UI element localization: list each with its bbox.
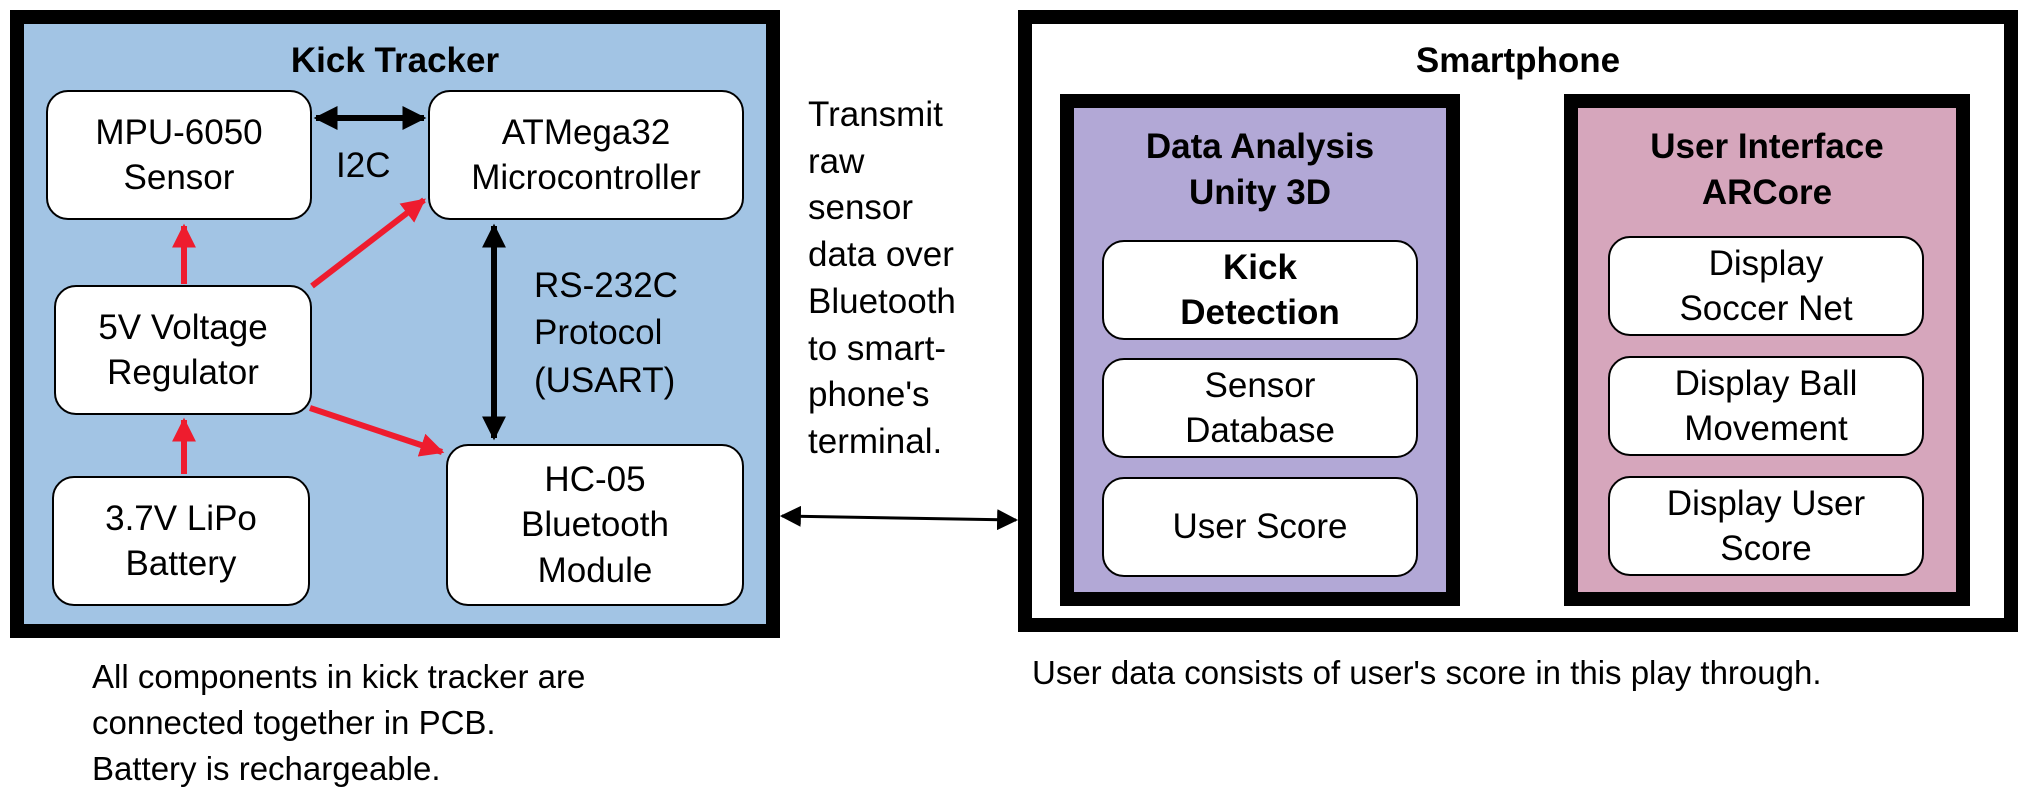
display-user-score-node: Display User Score bbox=[1608, 476, 1924, 576]
data-analysis-title: Data Analysis Unity 3D bbox=[1145, 127, 1375, 212]
sensor-database-node: Sensor Database bbox=[1102, 358, 1418, 458]
kick-detection-node: Kick Detection bbox=[1102, 240, 1418, 340]
hc-05-bluetooth-module-node: HC-05 Bluetooth Module bbox=[446, 444, 744, 606]
arrow-regulator-to-microcontroller bbox=[310, 197, 426, 289]
lipo-battery-node: 3.7V LiPo Battery bbox=[52, 476, 310, 606]
display-ball-movement-node: Display Ball Movement bbox=[1608, 356, 1924, 456]
arrow-kick-tracker-smartphone bbox=[779, 505, 1019, 531]
smartphone-title: Smartphone bbox=[1415, 41, 1621, 80]
atmega32-microcontroller-node: ATMega32 Microcontroller bbox=[428, 90, 744, 220]
smartphone-note: User data consists of user's score in th… bbox=[1032, 654, 1822, 691]
arrow-regulator-to-bluetooth bbox=[309, 405, 445, 457]
rs232-protocol-label: RS-232C Protocol (USART) bbox=[534, 266, 678, 400]
display-soccer-net-node: Display Soccer Net bbox=[1608, 236, 1924, 336]
voltage-regulator-node: 5V Voltage Regulator bbox=[54, 285, 312, 415]
mpu-6050-sensor-node: MPU-6050 Sensor bbox=[46, 90, 312, 220]
user-interface-title: User Interface ARCore bbox=[1650, 127, 1884, 212]
kick-tracker-title: Kick Tracker bbox=[290, 41, 500, 80]
kick-tracker-note: All components in kick tracker are conne… bbox=[92, 658, 586, 788]
i2c-label: I2C bbox=[336, 146, 391, 185]
transmit-label: Transmit raw sensor data over Bluetooth … bbox=[808, 95, 956, 462]
user-score-node: User Score bbox=[1102, 477, 1418, 577]
